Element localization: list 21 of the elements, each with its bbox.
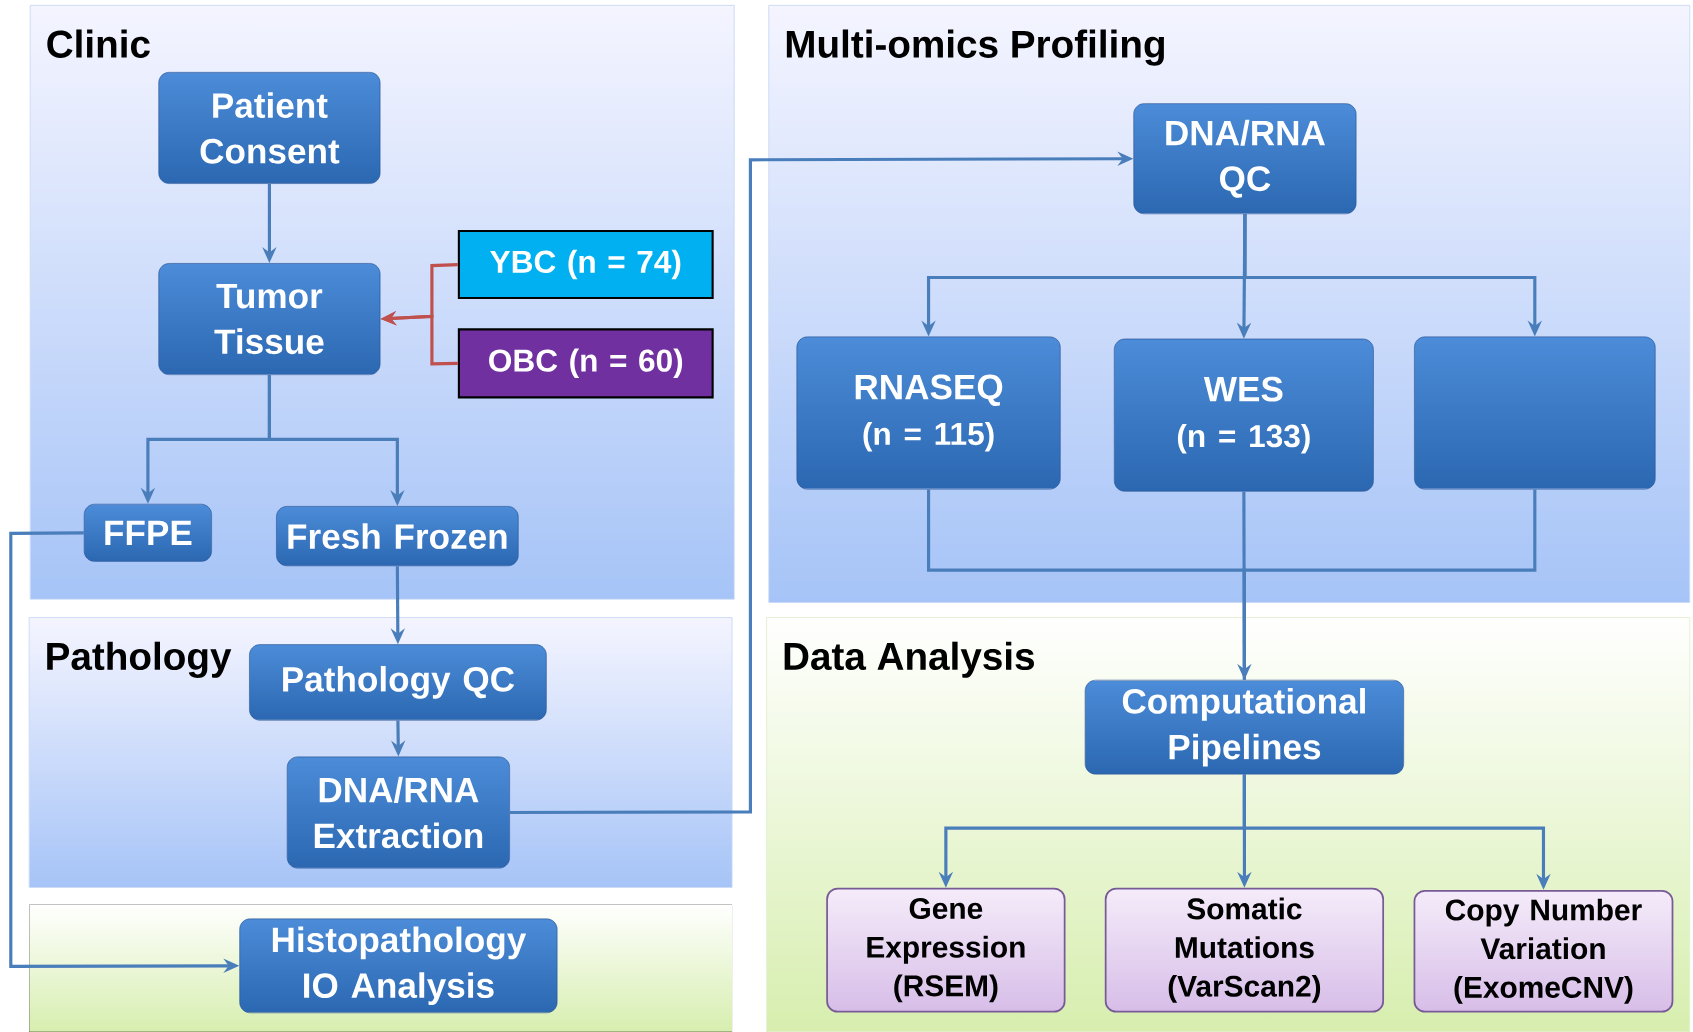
output-box: Gene Expression (RSEM) — [826, 887, 1066, 1013]
process-box: Fresh Frozen — [276, 505, 519, 567]
output-box: Somatic Mutations (VarScan2) — [1104, 887, 1385, 1013]
empty-box — [1414, 336, 1656, 490]
process-box: Tumor Tissue — [158, 263, 381, 375]
group-box: YBC (n = 74) — [457, 229, 714, 299]
panel-heading: Data Analysis — [784, 641, 1034, 678]
process-box: Pathology QC — [249, 644, 547, 721]
process-box: FFPE — [83, 503, 212, 562]
group-box: OBC (n = 60) — [457, 328, 714, 399]
output-box: Copy Number Variation (ExomeCNV) — [1413, 889, 1674, 1013]
panel-heading: Multi-omics Profiling — [786, 29, 1164, 66]
process-box: DNA/RNA QC — [1133, 103, 1357, 214]
panel-heading: Clinic — [47, 29, 150, 58]
process-box: Computational Pipelines — [1084, 679, 1404, 775]
process-box: DNA/RNA Extraction — [286, 756, 510, 869]
process-box: Histopathology IO Analysis — [239, 918, 558, 1014]
process-box: Patient Consent — [158, 71, 381, 184]
panel-heading: Pathology — [47, 641, 232, 678]
process-box: WES (n = 133) — [1113, 338, 1374, 492]
process-box: RNASEQ (n = 115) — [796, 336, 1061, 490]
